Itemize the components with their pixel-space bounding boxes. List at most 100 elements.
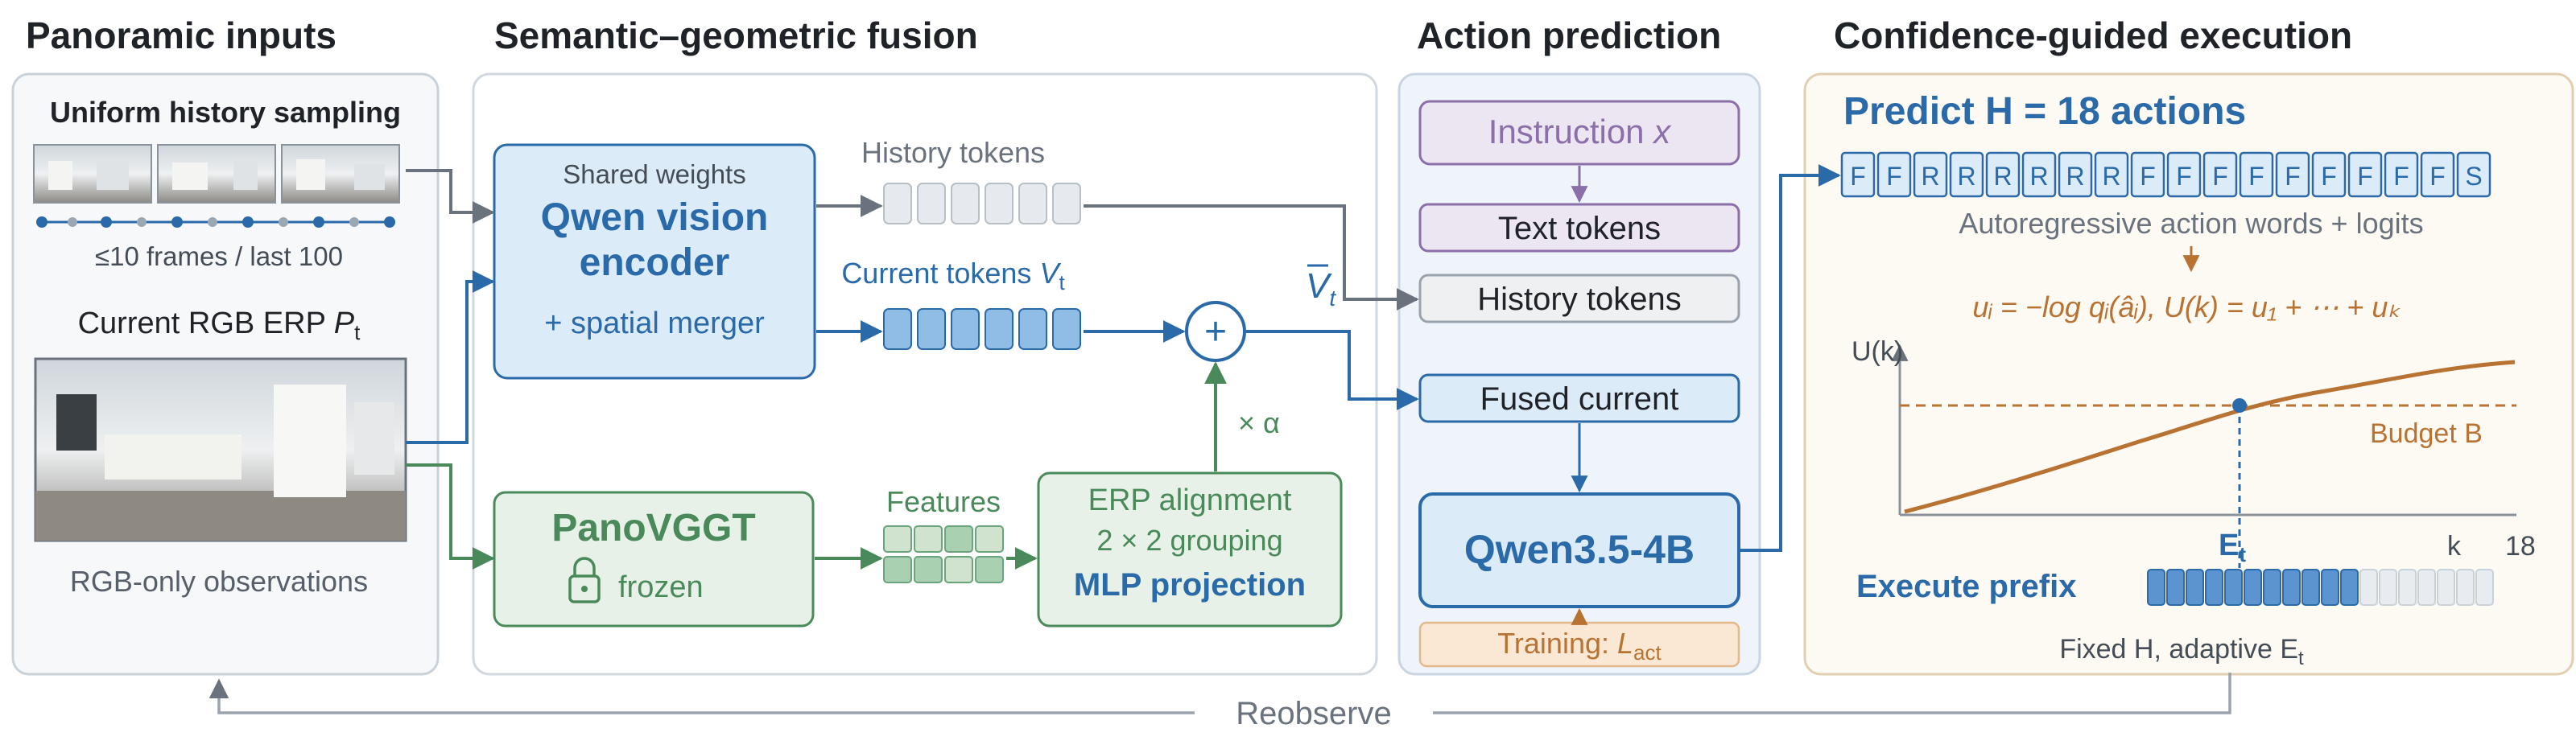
erp-to-encoder-arrow bbox=[406, 270, 495, 444]
section-title-execution: Confidence-guided execution bbox=[1834, 14, 2352, 56]
uncertainty-plot: U(k) Budget B Et k 18 bbox=[1852, 336, 2536, 568]
training-label: Training: Lact bbox=[1497, 627, 1662, 665]
svg-text:F: F bbox=[1886, 162, 1902, 191]
svg-text:S: S bbox=[2465, 162, 2482, 191]
qwen-to-actions-arrow bbox=[1740, 164, 1841, 552]
action-word-token: F bbox=[1840, 151, 1876, 198]
prefix-cell-pending bbox=[2456, 569, 2475, 606]
frozen-label: frozen bbox=[618, 570, 704, 604]
action-word-token: F bbox=[2420, 151, 2455, 198]
fused-tokens-symbol: Vt bbox=[1306, 266, 1336, 311]
action-word-token: F bbox=[2130, 151, 2165, 198]
svg-text:R: R bbox=[1957, 162, 1975, 191]
svg-text:F: F bbox=[2212, 162, 2228, 191]
current-token-strip bbox=[883, 308, 1081, 350]
sampling-timeline bbox=[36, 216, 395, 228]
et-crossing-point bbox=[2232, 398, 2247, 413]
prefix-cell-pending bbox=[2379, 569, 2397, 606]
fusion-add-node bbox=[1185, 301, 1246, 362]
action-word-token: R bbox=[1949, 151, 1984, 198]
inputs-footer: RGB-only observations bbox=[70, 565, 368, 598]
section-title-fusion: Semantic–geometric fusion bbox=[494, 14, 978, 56]
prefix-cell-executed bbox=[2301, 569, 2320, 606]
alignment-line2: 2 × 2 grouping bbox=[1096, 524, 1282, 557]
svg-text:R: R bbox=[1921, 162, 1939, 191]
alignment-line1: ERP alignment bbox=[1088, 484, 1292, 517]
feature-grid bbox=[883, 525, 1004, 583]
action-word-token: R bbox=[2058, 151, 2093, 198]
fused-current-label: Fused current bbox=[1480, 381, 1679, 417]
current-erp-label: Current RGB ERP Pt bbox=[78, 307, 361, 344]
action-word-token: S bbox=[2456, 151, 2491, 198]
alpha-scale: × α bbox=[1238, 406, 1280, 439]
action-history-tokens-label: History tokens bbox=[1477, 282, 1681, 317]
svg-text:F: F bbox=[2140, 162, 2156, 191]
panel-execution bbox=[1803, 72, 2574, 676]
execute-prefix-bar bbox=[2147, 569, 2494, 606]
prefix-cell-executed bbox=[2282, 569, 2301, 606]
encoder-title-line1: Qwen vision bbox=[541, 196, 769, 239]
svg-text:F: F bbox=[2321, 162, 2337, 191]
action-word-token: F bbox=[2347, 151, 2383, 198]
et-label: Et bbox=[2219, 529, 2246, 566]
action-word-token: F bbox=[2275, 151, 2310, 198]
svg-text:R: R bbox=[2102, 162, 2120, 191]
history-token-strip bbox=[883, 183, 1081, 224]
history-tokens-to-llm-arrow bbox=[1084, 204, 1419, 311]
prefix-cell-pending bbox=[2417, 569, 2436, 606]
k-max-label: 18 bbox=[2505, 531, 2536, 562]
action-word-token: F bbox=[2384, 151, 2419, 198]
encoder-title-line2: encoder bbox=[580, 241, 730, 284]
svg-text:F: F bbox=[2393, 162, 2409, 191]
lock-icon bbox=[568, 557, 601, 603]
panovggt-title: PanoVGGT bbox=[551, 507, 755, 549]
svg-text:R: R bbox=[1993, 162, 2012, 191]
qwen-model-label: Qwen3.5-4B bbox=[1464, 527, 1695, 572]
alignment-line3: MLP projection bbox=[1074, 567, 1306, 603]
action-word-token: F bbox=[1876, 151, 1912, 198]
frames-caption: ≤10 frames / last 100 bbox=[95, 241, 343, 271]
history-tokens-label: History tokens bbox=[861, 136, 1045, 169]
history-to-encoder-arrow bbox=[406, 169, 495, 224]
instruction-box bbox=[1418, 100, 1740, 166]
reobserve-line-left bbox=[208, 678, 1195, 714]
plus-symbol: + bbox=[1204, 311, 1227, 353]
history-sampling-title: Uniform history sampling bbox=[50, 96, 401, 129]
prefix-cell-pending bbox=[2359, 569, 2378, 606]
plot-y-label: U(k) bbox=[1852, 336, 1903, 367]
prefix-cell-pending bbox=[2475, 569, 2494, 606]
action-word-token: R bbox=[1913, 151, 1948, 198]
vision-encoder-box bbox=[493, 143, 816, 380]
budget-label: Budget B bbox=[2370, 418, 2483, 449]
svg-text:F: F bbox=[2248, 162, 2264, 191]
action-word-token: F bbox=[2202, 151, 2238, 198]
current-erp-panorama bbox=[34, 357, 407, 542]
autoregressive-caption: Autoregressive action words + logits bbox=[1959, 207, 2423, 240]
history-frame-thumbnail bbox=[157, 144, 276, 204]
history-thumbnails bbox=[33, 144, 400, 204]
action-history-tokens-box bbox=[1418, 274, 1740, 323]
features-label: Features bbox=[886, 485, 1001, 518]
action-word-token: R bbox=[1985, 151, 2021, 198]
instruction-label: Instruction x bbox=[1488, 113, 1672, 150]
section-title-action: Action prediction bbox=[1417, 14, 1721, 56]
fused-current-box bbox=[1418, 373, 1740, 423]
prefix-cell-executed bbox=[2147, 569, 2165, 606]
prefix-cell-executed bbox=[2205, 569, 2223, 606]
prefix-cell-executed bbox=[2166, 569, 2185, 606]
reobserve-line-right bbox=[1433, 673, 2231, 714]
prefix-cell-executed bbox=[2321, 569, 2339, 606]
history-frame-thumbnail bbox=[33, 144, 152, 204]
reobserve-label: Reobserve bbox=[1236, 696, 1391, 731]
encoder-merger: + spatial merger bbox=[544, 307, 765, 340]
qwen-model-box bbox=[1418, 492, 1740, 608]
confidence-formula: uᵢ = −log qᵢ(âᵢ), U(k) = u₁ + ⋯ + uₖ bbox=[1972, 290, 2401, 323]
prefix-cell-pending bbox=[2398, 569, 2417, 606]
action-word-token: F bbox=[2239, 151, 2274, 198]
encoder-shared-weights: Shared weights bbox=[563, 159, 745, 189]
action-word-token: R bbox=[2021, 151, 2057, 198]
execution-footer: Fixed H, adaptive Et bbox=[2059, 634, 2304, 669]
prefix-cell-executed bbox=[2244, 569, 2262, 606]
prefix-cell-executed bbox=[2340, 569, 2359, 606]
